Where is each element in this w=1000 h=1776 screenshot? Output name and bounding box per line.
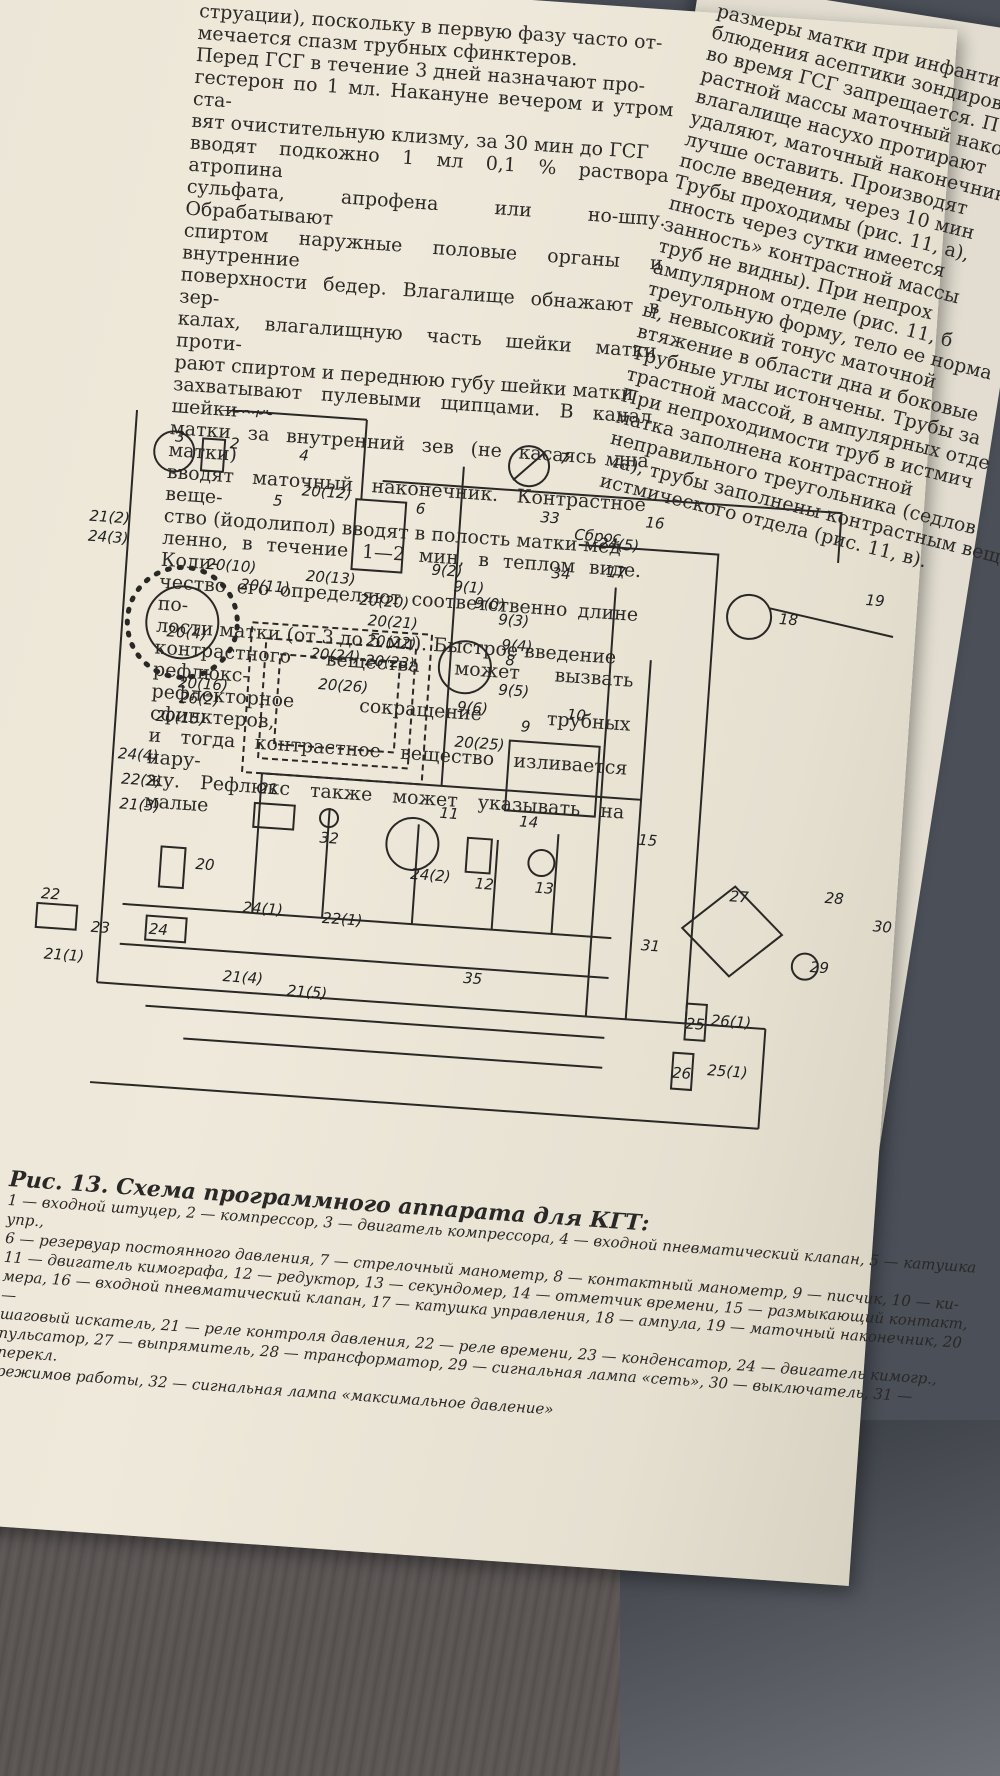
svg-text:16: 16 (645, 513, 665, 532)
svg-text:11: 11 (439, 804, 459, 823)
svg-text:20(4): 20(4) (166, 622, 208, 643)
contact-manometer (437, 640, 492, 695)
svg-text:22: 22 (40, 884, 60, 903)
svg-text:20(16): 20(16) (178, 673, 229, 694)
svg-text:24(5): 24(5) (598, 534, 640, 555)
svg-text:6: 6 (415, 499, 426, 518)
svg-text:23: 23 (90, 918, 110, 937)
reducer (464, 836, 493, 875)
svg-text:9(3): 9(3) (498, 610, 530, 630)
svg-text:20(25): 20(25) (454, 733, 505, 754)
stepper-block (240, 621, 434, 786)
svg-text:8: 8 (505, 651, 516, 670)
wire (119, 902, 612, 1069)
svg-text:21(1): 21(1) (43, 945, 85, 966)
ampoule (726, 593, 773, 640)
svg-text:21: 21 (258, 779, 278, 798)
compressor-motor (153, 430, 196, 473)
svg-text:24(2): 24(2) (410, 865, 452, 886)
svg-text:32: 32 (319, 829, 339, 848)
manometer (508, 445, 551, 488)
svg-text:9(6): 9(6) (456, 698, 488, 718)
wire (251, 772, 642, 934)
lamp-29 (790, 952, 819, 981)
circuit-diagram: Воздух Вх.рс Сброс 3 2 4 5 6 7 8 9 10 11… (34, 410, 894, 1130)
kymograph-motor (385, 816, 440, 871)
svg-text:10: 10 (566, 705, 586, 724)
svg-text:9: 9 (520, 717, 531, 736)
svg-text:20(20): 20(20) (359, 591, 410, 612)
wire (89, 410, 767, 1130)
svg-text:33: 33 (540, 508, 560, 527)
svg-text:20(15): 20(15) (155, 707, 206, 728)
relay-21 (252, 801, 296, 831)
stopwatch (527, 849, 556, 878)
svg-text:20(10): 20(10) (206, 555, 257, 576)
svg-text:13: 13 (534, 879, 554, 898)
wire (382, 466, 843, 1024)
relay-26 (669, 1051, 695, 1092)
svg-text:20(13): 20(13) (305, 567, 356, 588)
svg-text:35: 35 (463, 969, 483, 988)
svg-text:21(5): 21(5) (286, 982, 328, 1003)
svg-text:4: 4 (299, 446, 310, 465)
svg-text:28: 28 (824, 889, 844, 908)
svg-text:24(1): 24(1) (242, 898, 284, 919)
svg-text:2: 2 (229, 434, 240, 453)
svg-text:17: 17 (606, 563, 627, 582)
kymograph (503, 739, 601, 818)
svg-text:20(11): 20(11) (239, 575, 290, 596)
svg-text:34: 34 (551, 564, 571, 583)
svg-text:5: 5 (272, 491, 283, 510)
svg-text:21(2): 21(2) (89, 507, 131, 528)
svg-text:20(22): 20(22) (366, 631, 417, 652)
svg-text:Сброс: Сброс (574, 526, 623, 547)
svg-text:9(2): 9(2) (431, 561, 463, 581)
svg-text:30: 30 (872, 917, 892, 936)
svg-text:26: 26 (671, 1064, 691, 1083)
stepper-disc-left (124, 564, 240, 680)
svg-text:9(1): 9(1) (453, 577, 485, 597)
rectifier (680, 885, 784, 978)
relay-25 (683, 1002, 708, 1042)
svg-text:26(2): 26(2) (178, 688, 220, 709)
svg-text:22(2): 22(2) (121, 770, 163, 791)
svg-text:27: 27 (729, 887, 750, 906)
svg-text:21(3): 21(3) (119, 794, 161, 815)
svg-text:20(12): 20(12) (301, 481, 352, 502)
svg-text:25(1): 25(1) (707, 1061, 749, 1082)
relay-22 (34, 901, 79, 931)
relay-20 (157, 845, 187, 890)
svg-text:3: 3 (175, 427, 186, 446)
svg-text:24: 24 (148, 920, 168, 939)
lamp-32 (319, 808, 340, 829)
svg-text:21(4): 21(4) (222, 967, 264, 988)
svg-text:20(26): 20(26) (318, 675, 369, 696)
svg-text:20: 20 (195, 855, 215, 874)
svg-text:20(23): 20(23) (364, 651, 415, 672)
svg-text:15: 15 (638, 831, 658, 850)
svg-text:24(3): 24(3) (88, 527, 130, 548)
svg-text:12: 12 (474, 874, 494, 893)
compressor (199, 437, 227, 473)
svg-text:7: 7 (559, 449, 570, 468)
svg-text:26(1): 26(1) (710, 1011, 752, 1032)
svg-text:20(21): 20(21) (367, 611, 418, 632)
svg-text:20(24): 20(24) (310, 644, 361, 665)
svg-text:22(1): 22(1) (321, 909, 363, 930)
svg-text:31: 31 (640, 936, 660, 955)
svg-text:24(4): 24(4) (117, 744, 159, 765)
tank (350, 498, 408, 574)
relay-24 (144, 914, 188, 944)
svg-text:18: 18 (778, 610, 798, 629)
svg-text:14: 14 (519, 812, 539, 831)
svg-text:9(0): 9(0) (474, 594, 506, 614)
svg-text:29: 29 (809, 958, 829, 977)
svg-text:9(5): 9(5) (498, 681, 530, 701)
svg-text:19: 19 (865, 591, 885, 610)
svg-text:Вх.рс: Вх.рс (232, 410, 276, 419)
svg-text:25: 25 (685, 1014, 705, 1033)
svg-text:9(4): 9(4) (501, 636, 533, 656)
